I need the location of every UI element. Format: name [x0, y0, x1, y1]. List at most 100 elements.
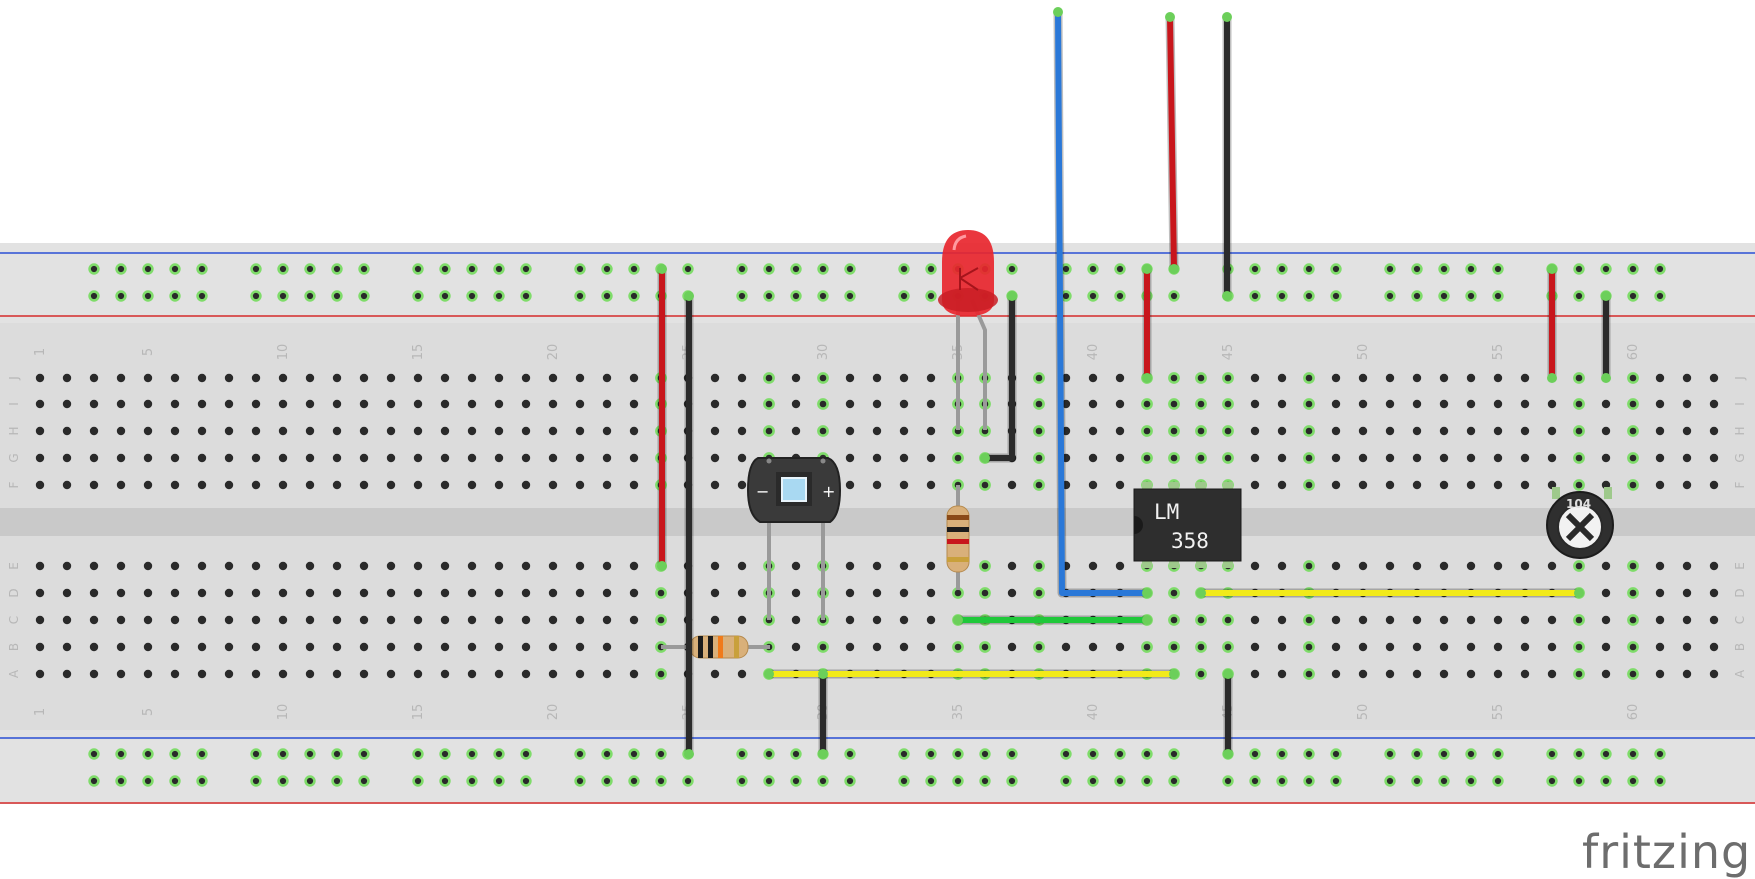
breadboard-hole	[1412, 399, 1422, 409]
breadboard-hole	[1493, 615, 1503, 625]
breadboard-hole	[197, 453, 207, 463]
rail-hole	[1573, 748, 1585, 760]
breadboard-hole	[845, 642, 855, 652]
breadboard-hole	[1195, 425, 1207, 437]
breadboard-hole	[1682, 480, 1692, 490]
rail-hole	[277, 290, 289, 302]
breadboard-hole	[1547, 453, 1557, 463]
breadboard-hole	[602, 615, 612, 625]
rail-hole	[1276, 775, 1288, 787]
breadboard-hole	[710, 561, 720, 571]
breadboard-hole	[1088, 561, 1098, 571]
lm358-ic: LM 358	[1133, 482, 1242, 568]
breadboard-hole	[1195, 452, 1207, 464]
rail-hole	[1411, 290, 1423, 302]
breadboard-hole	[467, 399, 477, 409]
breadboard-hole	[1277, 561, 1287, 571]
breadboard-hole	[1573, 614, 1585, 626]
rail-hole	[817, 775, 829, 787]
wire-end	[1007, 291, 1017, 301]
breadboard-hole	[1331, 426, 1341, 436]
breadboard-hole	[1385, 561, 1395, 571]
breadboard-hole	[170, 642, 180, 652]
breadboard-hole	[1088, 373, 1098, 383]
rail-hole	[196, 263, 208, 275]
breadboard-hole	[1385, 426, 1395, 436]
rail-hole	[817, 263, 829, 275]
rail-hole	[736, 748, 748, 760]
breadboard-hole	[1358, 480, 1368, 490]
breadboard-hole	[1331, 669, 1341, 679]
breadboard-hole	[467, 453, 477, 463]
breadboard-hole	[548, 561, 558, 571]
breadboard-hole	[1303, 372, 1315, 384]
breadboard-hole	[1520, 642, 1530, 652]
black-wire	[982, 293, 1015, 461]
breadboard-hole	[710, 426, 720, 436]
wire-end	[657, 561, 667, 571]
wire-end	[1053, 7, 1063, 17]
rail-hole	[439, 290, 451, 302]
breadboard-hole	[737, 453, 747, 463]
wire-end	[1547, 373, 1557, 383]
breadboard-hole	[1168, 372, 1180, 384]
breadboard-hole	[845, 453, 855, 463]
breadboard-hole	[197, 373, 207, 383]
breadboard-hole	[197, 642, 207, 652]
column-number: 1	[33, 708, 48, 716]
breadboard-hole	[413, 615, 423, 625]
breadboard-hole	[1493, 399, 1503, 409]
breadboard-hole	[494, 426, 504, 436]
breadboard-hole	[817, 398, 829, 410]
top-rail-strip	[0, 243, 1755, 323]
rail-hole	[1627, 748, 1639, 760]
breadboard-hole	[413, 399, 423, 409]
breadboard-hole	[1303, 425, 1315, 437]
breadboard-hole	[845, 480, 855, 490]
breadboard-hole	[386, 373, 396, 383]
column-number: 55	[1491, 344, 1506, 361]
breadboard-hole	[1547, 399, 1557, 409]
rail-hole	[763, 290, 775, 302]
led	[938, 230, 998, 316]
rail-hole	[1222, 775, 1234, 787]
potentiometer: 104	[1546, 487, 1614, 559]
breadboard-hole	[35, 399, 45, 409]
rail-hole	[1600, 748, 1612, 760]
breadboard-hole	[1466, 480, 1476, 490]
breadboard-hole	[89, 588, 99, 598]
breadboard-hole	[1277, 453, 1287, 463]
breadboard-hole	[278, 669, 288, 679]
wire-end	[1142, 373, 1152, 383]
wire-end	[1222, 12, 1232, 22]
breadboard-hole	[1303, 560, 1315, 572]
light-sensor-legs	[767, 520, 825, 620]
breadboard-hole	[817, 372, 829, 384]
breadboard-hole	[494, 399, 504, 409]
breadboard-hole	[251, 561, 261, 571]
breadboard-hole	[1709, 615, 1719, 625]
breadboard-hole	[1277, 480, 1287, 490]
breadboard-hole	[1331, 453, 1341, 463]
breadboard-hole	[979, 641, 991, 653]
breadboard-hole	[116, 588, 126, 598]
breadboard-hole	[1709, 642, 1719, 652]
rail-hole	[1276, 263, 1288, 275]
breadboard-hole	[575, 399, 585, 409]
rail-hole	[736, 775, 748, 787]
column-number: 55	[1491, 704, 1506, 721]
breadboard-hole	[494, 642, 504, 652]
breadboard-hole	[494, 480, 504, 490]
rail-hole	[1303, 748, 1315, 760]
breadboard-hole	[1195, 372, 1207, 384]
breadboard-hole	[791, 373, 801, 383]
breadboard-hole	[332, 426, 342, 436]
column-number: 35	[951, 704, 966, 721]
breadboard-hole	[332, 615, 342, 625]
breadboard-hole	[791, 426, 801, 436]
breadboard-hole	[1627, 398, 1639, 410]
breadboard-hole	[1682, 642, 1692, 652]
breadboard-hole	[899, 561, 909, 571]
breadboard-hole	[1358, 561, 1368, 571]
breadboard-hole	[521, 561, 531, 571]
